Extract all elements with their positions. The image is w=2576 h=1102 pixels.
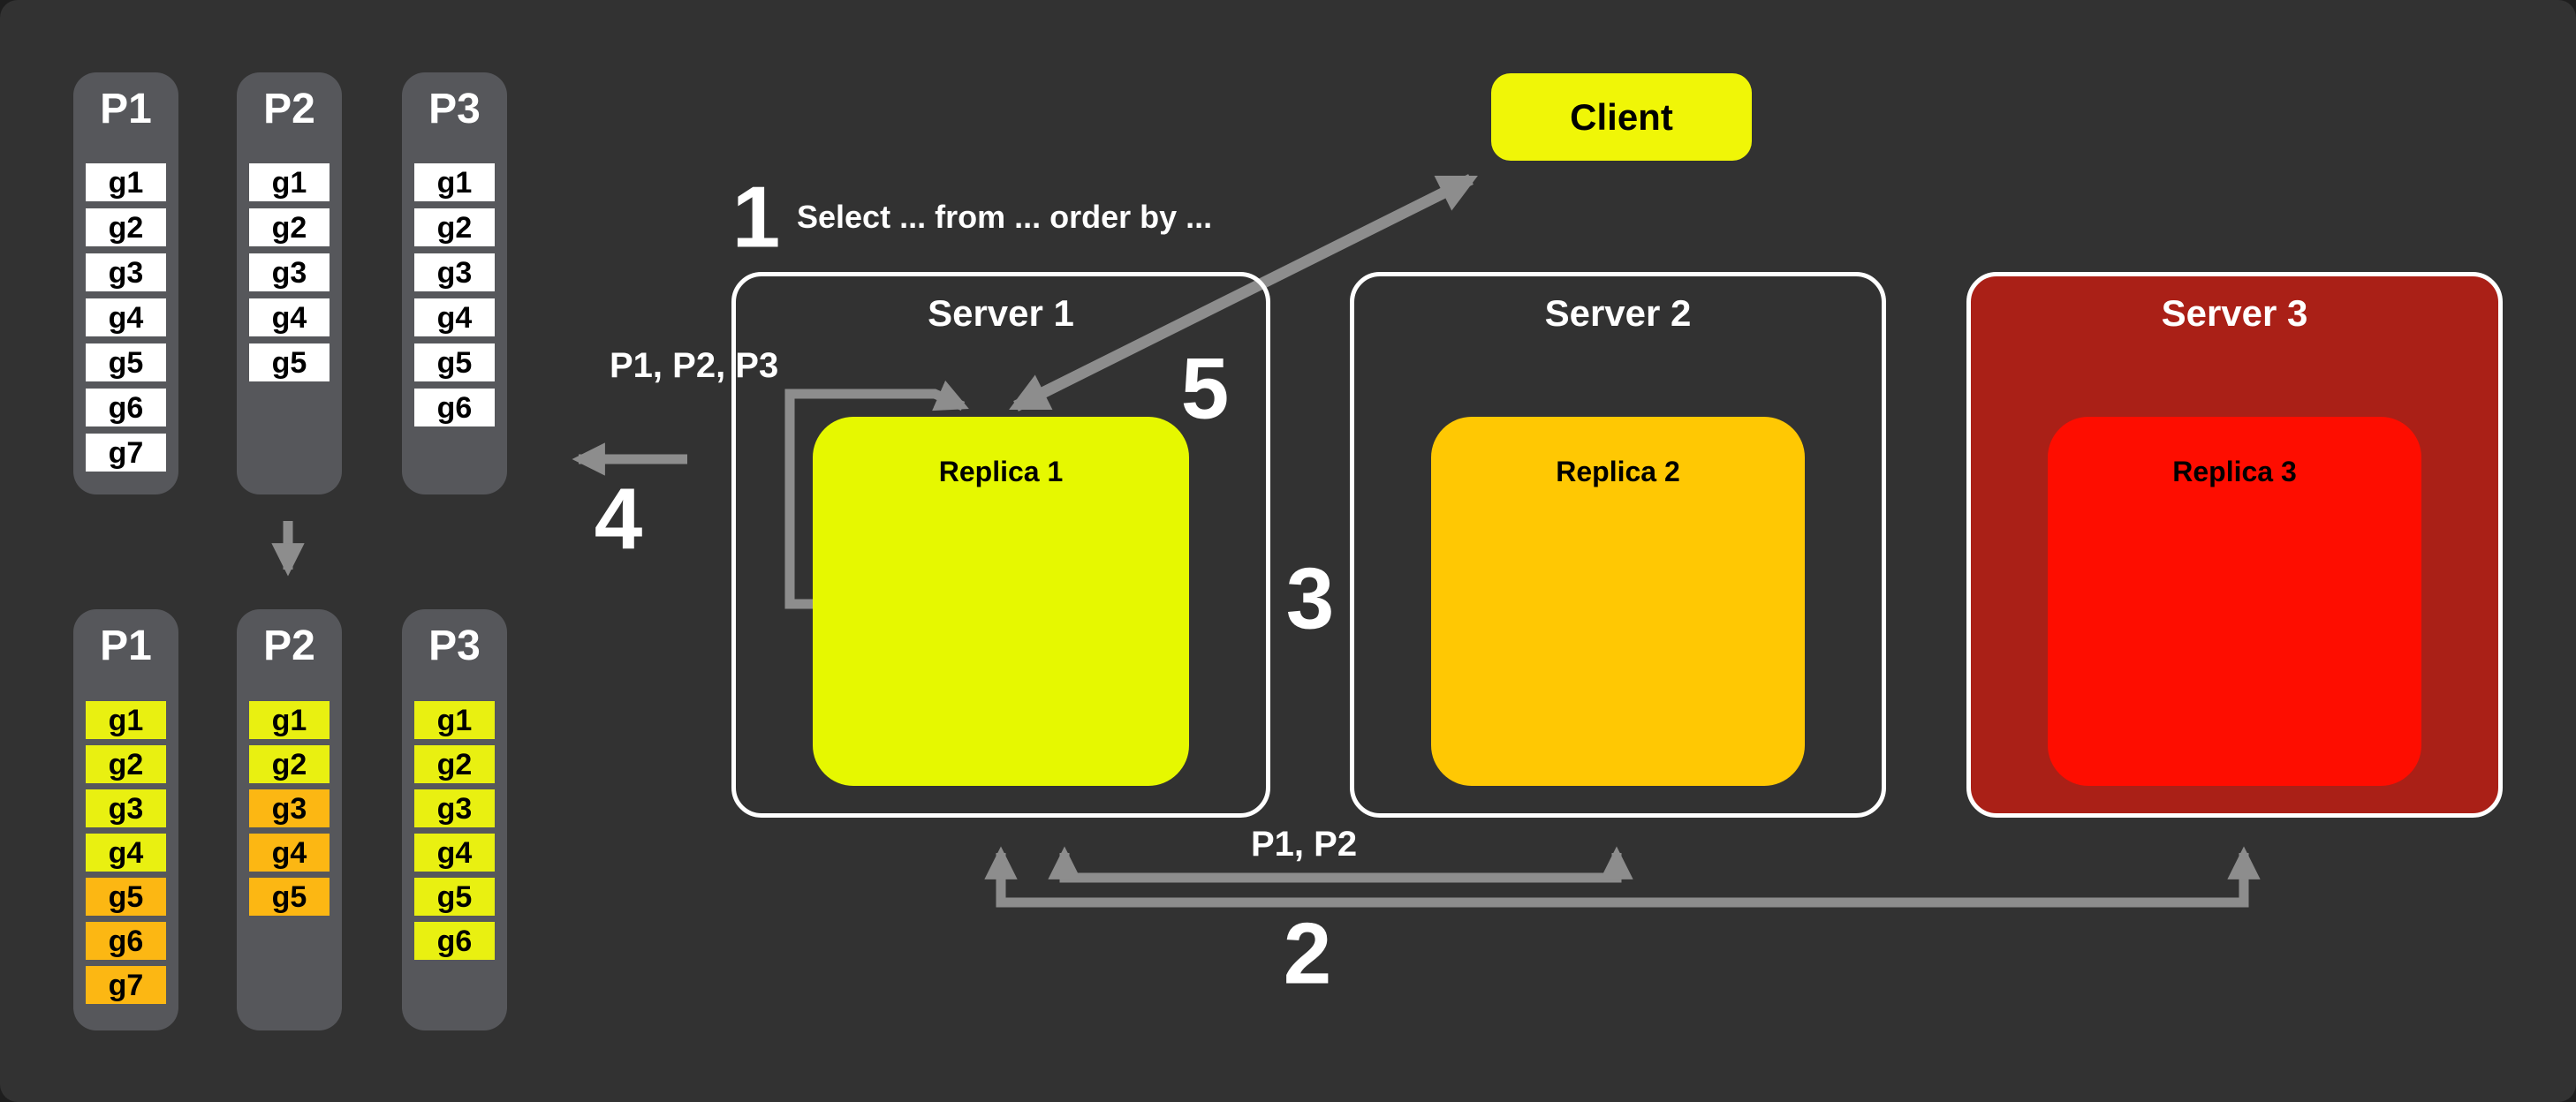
step-3-number: 3 xyxy=(1285,549,1335,647)
partition-item: g5 xyxy=(86,343,166,381)
partition-item: g3 xyxy=(249,789,330,827)
partition-item: g4 xyxy=(249,834,330,872)
server-1-label: Server 1 xyxy=(928,292,1074,334)
partition-column: P2 g1 g2 g3 g4 g5 xyxy=(237,609,342,1030)
partition-item: g2 xyxy=(249,208,330,246)
step-2-number: 2 xyxy=(1283,904,1332,1002)
partition-item: g3 xyxy=(86,253,166,291)
server-3-box: Server 3 Replica 3 xyxy=(1966,272,2503,818)
partitions-to-server1-label: P1, P2, P3 xyxy=(610,346,779,385)
partition-item: g1 xyxy=(86,701,166,739)
partition-item: g4 xyxy=(414,298,495,336)
step-4-number: 4 xyxy=(594,470,643,568)
partition-label: P3 xyxy=(428,623,481,669)
partition-column: P1 g1 g2 g3 g4 g5 g6 g7 xyxy=(73,72,178,494)
partition-item: g6 xyxy=(414,922,495,960)
partition-item: g1 xyxy=(249,163,330,201)
replica-3-box: Replica 3 xyxy=(2048,417,2421,786)
server-2-label: Server 2 xyxy=(1544,292,1692,334)
partition-item: g4 xyxy=(249,298,330,336)
partition-item: g2 xyxy=(86,745,166,783)
partition-item: g1 xyxy=(414,163,495,201)
partition-item: g6 xyxy=(86,389,166,426)
partition-item: g3 xyxy=(86,789,166,827)
partition-item: g1 xyxy=(86,163,166,201)
partition-item: g4 xyxy=(86,834,166,872)
step-5-number: 5 xyxy=(1180,339,1230,437)
partition-label: P1 xyxy=(100,623,152,669)
replica-3-label: Replica 3 xyxy=(2172,456,2297,487)
partition-column: P2 g1 g2 g3 g4 g5 xyxy=(237,72,342,494)
partition-label: P2 xyxy=(263,623,315,669)
partition-item: g2 xyxy=(414,208,495,246)
partition-item: g4 xyxy=(86,298,166,336)
query-label: Select ... from ... order by ... xyxy=(797,199,1213,235)
step-1-number: 1 xyxy=(731,168,781,266)
partition-item: g5 xyxy=(249,343,330,381)
partition-item: g7 xyxy=(86,434,166,472)
server-2-box: Server 2 Replica 2 xyxy=(1350,272,1886,818)
partition-column: P3 g1 g2 g3 g4 g5 g6 xyxy=(402,609,507,1030)
partition-label: P2 xyxy=(263,86,315,132)
partition-item: g6 xyxy=(414,389,495,426)
partition-column: P1 g1 g2 g3 g4 g5 g6 g7 xyxy=(73,609,178,1030)
partition-item: g4 xyxy=(414,834,495,872)
partition-item: g2 xyxy=(86,208,166,246)
client-box: Client xyxy=(1491,73,1752,161)
partition-item: g3 xyxy=(414,253,495,291)
partition-item: g5 xyxy=(86,878,166,916)
partition-item: g6 xyxy=(86,922,166,960)
server-3-label: Server 3 xyxy=(2161,292,2308,334)
partition-item: g5 xyxy=(414,343,495,381)
partition-item: g7 xyxy=(86,966,166,1004)
partitions-between-servers-label: P1, P2 xyxy=(1251,825,1358,864)
partition-item: g1 xyxy=(414,701,495,739)
partition-item: g5 xyxy=(414,878,495,916)
partition-item: g2 xyxy=(249,745,330,783)
partition-item: g3 xyxy=(249,253,330,291)
replica-2-box: Replica 2 xyxy=(1431,417,1805,786)
replica-1-label: Replica 1 xyxy=(938,456,1064,487)
partition-label: P3 xyxy=(428,86,481,132)
partition-item: g2 xyxy=(414,745,495,783)
replica-2-label: Replica 2 xyxy=(1556,456,1680,487)
partition-item: g3 xyxy=(414,789,495,827)
server-1-box: Server 1 Replica 1 xyxy=(731,272,1270,818)
partition-item: g1 xyxy=(249,701,330,739)
partition-item: g5 xyxy=(249,878,330,916)
partition-column: P3 g1 g2 g3 g4 g5 g6 xyxy=(402,72,507,494)
partition-label: P1 xyxy=(100,86,152,132)
replica-1-box: Replica 1 xyxy=(813,417,1189,786)
